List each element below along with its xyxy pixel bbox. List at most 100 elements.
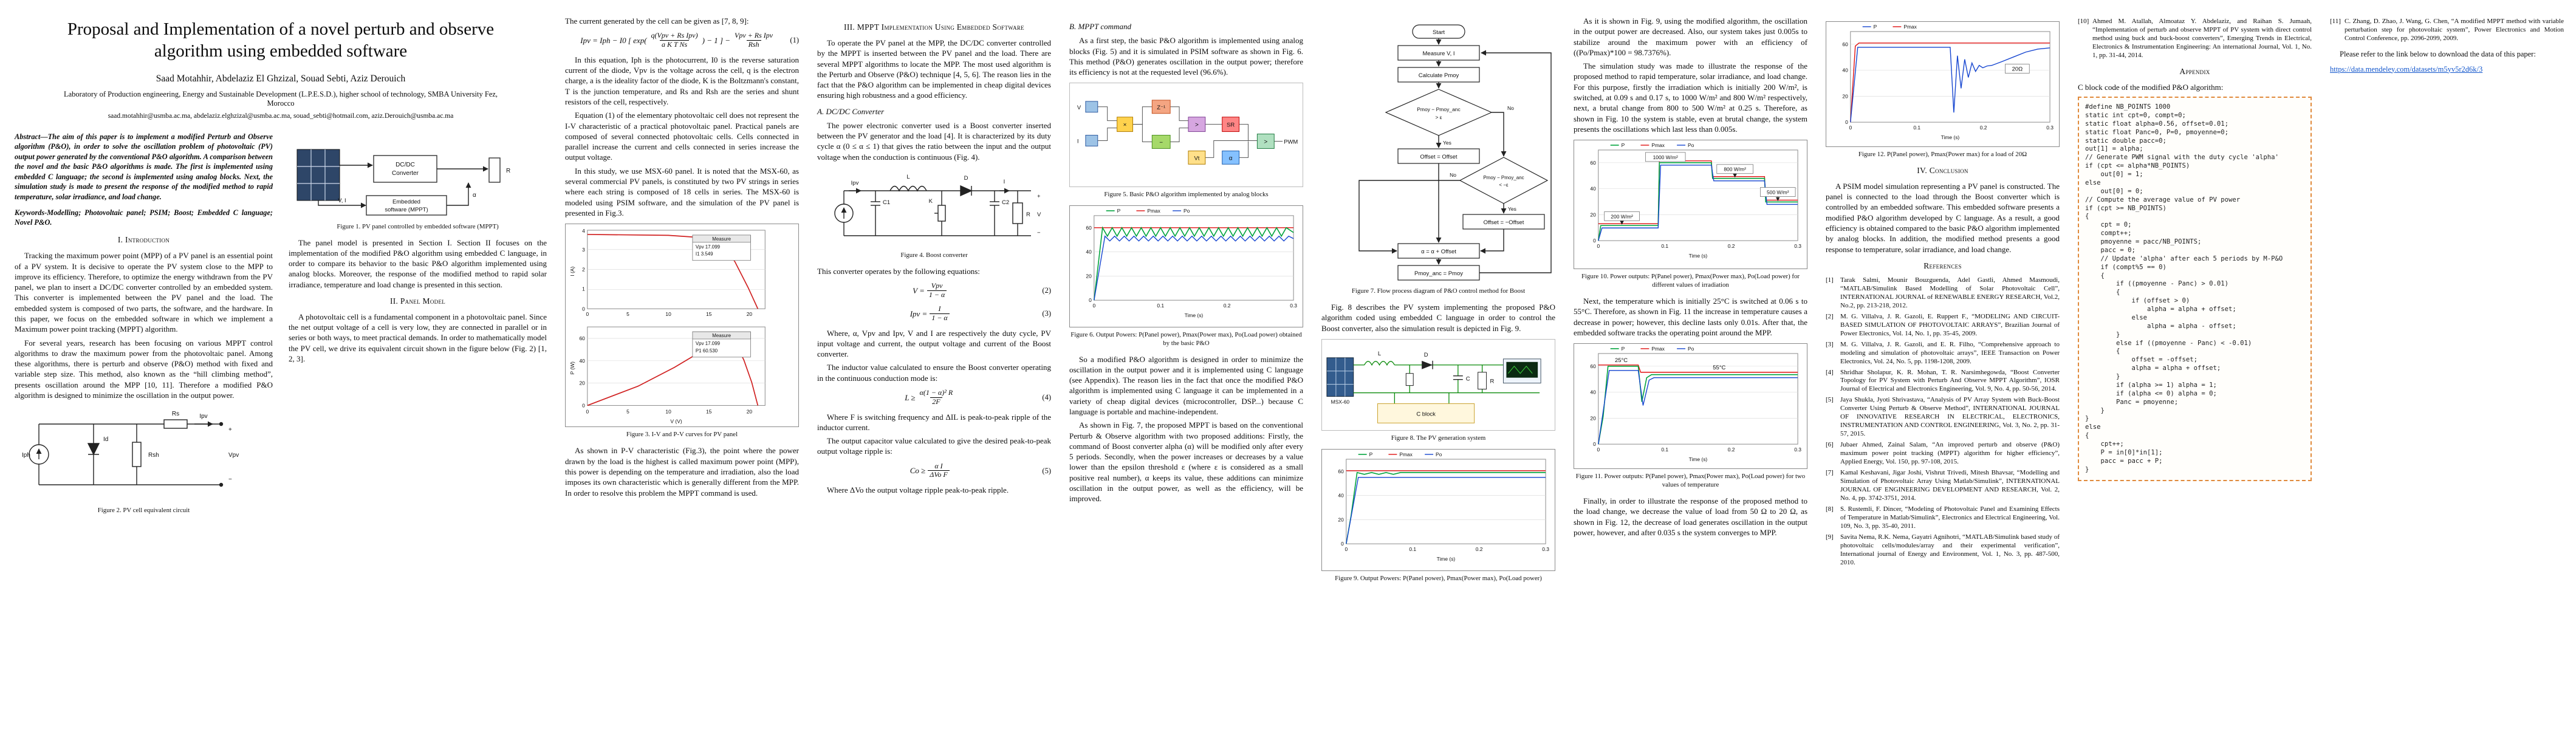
- mendeley-dataset-link[interactable]: https://data.mendeley.com/datasets/m5yv5…: [2330, 64, 2483, 74]
- figure-7-caption: Figure 7. Flow process diagram of P&O co…: [1351, 287, 1526, 295]
- svg-text:200 W/m²: 200 W/m²: [1611, 213, 1633, 219]
- legend-p: P: [1117, 207, 1121, 213]
- practical-panel-paragraph: Equation (1) of the elementary photovolt…: [565, 111, 799, 162]
- column-6: As it is shown in Fig. 9, using the modi…: [1574, 16, 1807, 541]
- fig3-measure-box-2: Measure Vpv 17.099 P1 60.530: [692, 331, 751, 358]
- two-additions-paragraph: As shown in Fig. 7, the proposed MPPT is…: [1069, 420, 1303, 504]
- reference-item: [6]Jubaer Ahmed, Zainal Salam, “An impro…: [1826, 441, 2060, 466]
- flowchart-cond2-line1: Pmoy − Pmoy_anc: [1483, 175, 1524, 180]
- affiliation-line: Laboratory of Production engineering, En…: [63, 89, 498, 108]
- figure-2: Iph Id Rsh Rs Ipv + Vpv − Figure 2. PV c…: [15, 406, 273, 515]
- tick: 40: [1086, 248, 1092, 255]
- mpp-paragraph: As shown in P-V characteristic (Fig.3), …: [565, 446, 799, 498]
- fig5-voltage-sensor-block: [1085, 101, 1098, 113]
- flowchart-cond2-line2: < −ε: [1499, 182, 1509, 188]
- data-link-lead: Please refer to the link below to downlo…: [2340, 49, 2536, 58]
- fig11-label-25c: 25°C: [1615, 357, 1628, 364]
- tick: 0.2: [1224, 303, 1231, 309]
- legend-po: Po: [1184, 207, 1190, 213]
- msx60-paragraph: In this study, we use MSX-60 panel. It i…: [565, 166, 799, 217]
- legend-po: Po: [1688, 346, 1694, 352]
- legend-pmax: Pmax: [1903, 24, 1917, 30]
- column-7: P Pmax 20Ω 0 20 40 60 0 0.1 0.2: [1826, 16, 2060, 570]
- fig2-label-id: Id: [103, 436, 108, 443]
- emails-line: saad.motahhir@usmba.ac.ma, abdelaziz.elg…: [108, 112, 454, 120]
- tick: 20: [579, 380, 585, 386]
- figure-3-caption: Figure 3. I-V and P-V curves for PV pane…: [626, 431, 738, 439]
- tick: 0.3: [1794, 447, 1801, 453]
- fig4-label-r: R: [1026, 211, 1030, 218]
- tick: 40: [1590, 186, 1596, 192]
- reference-item: [8]S. Rustemli, F. Dincer, “Modeling of …: [1826, 505, 2060, 530]
- intro-paragraph-2: For several years, research has been foc…: [15, 338, 273, 400]
- tick: 0.2: [1728, 243, 1735, 249]
- fig5-comparator-block: [1188, 117, 1206, 132]
- tick: 5: [626, 408, 629, 414]
- flowchart-no-label: No: [1507, 105, 1514, 111]
- tick: 0: [1089, 297, 1092, 303]
- reference-item: [2]M. G. Villalva, J. R. Gazoli, E. Rupp…: [1826, 312, 2060, 337]
- system-block-diagram-graphic: DC/DC Converter Embedded software (MPPT)…: [289, 137, 547, 219]
- tick: 0: [1345, 546, 1348, 552]
- title-block: Proposal and Implementation of a novel p…: [15, 18, 547, 120]
- fig5-pwm-comparator-block: [1256, 134, 1275, 149]
- tick: 0: [586, 311, 589, 317]
- tick: 0: [582, 306, 585, 312]
- fig8-label-c: C: [1466, 376, 1470, 383]
- tick: 0.2: [1476, 546, 1483, 552]
- tick: 60: [1842, 41, 1848, 47]
- tick: 0: [586, 408, 589, 414]
- tick: 60: [1338, 468, 1344, 474]
- tick: 0.1: [1661, 447, 1668, 453]
- column-4: B. MPPT command As a first step, the bas…: [1069, 16, 1303, 507]
- eq1-number: (1): [790, 36, 799, 45]
- eq4-number: (4): [1042, 392, 1051, 402]
- panel-model-paragraph: A photovoltaic cell is a fundamental com…: [289, 312, 547, 364]
- fig2-wires: [29, 419, 224, 487]
- fig5-label-mult: ×: [1123, 122, 1127, 129]
- fig3-ylabel-current: I (A): [569, 267, 575, 276]
- figure-7: Start Measure V, I Calculate Pmoy Pmoy −…: [1321, 21, 1555, 295]
- eq2-number: (2): [1042, 286, 1051, 295]
- fig11-po-trace: [1598, 370, 1798, 445]
- figure-10-caption: Figure 10. Power outputs: P(Panel power)…: [1581, 272, 1800, 289]
- svg-text:Measure: Measure: [712, 236, 731, 242]
- figure-12-caption: Figure 12. P(Panel power), Pmax(Power ma…: [1858, 150, 2027, 158]
- fig1-embedded-label-1: Embedded: [392, 199, 420, 205]
- tick: 0: [582, 403, 585, 409]
- references-continued-2: [11]C. Zhang, D. Zhao, J. Wang, G. Chen,…: [2330, 18, 2564, 43]
- tick: 3: [582, 247, 585, 253]
- eq3-number: (3): [1042, 309, 1051, 318]
- fig1-load-label: R: [506, 168, 510, 174]
- appendix-heading: Appendix: [2179, 66, 2210, 76]
- flowchart-yes-label-2: Yes: [1508, 206, 1516, 212]
- fig5-label-i: I: [1077, 139, 1079, 145]
- page1-right-column: DC/DC Converter Embedded software (MPPT)…: [289, 132, 547, 522]
- tick: 0.1: [1157, 303, 1164, 309]
- column-3: III. MPPT Implementation Using Embedded …: [817, 16, 1051, 499]
- reference-item: [11]C. Zhang, D. Zhao, J. Wang, G. Chen,…: [2330, 18, 2564, 42]
- legend-p: P: [1874, 24, 1877, 30]
- fig8-label-r: R: [1490, 378, 1495, 385]
- tick: 40: [1338, 493, 1344, 499]
- load-change-plot: P Pmax 20Ω 0 20 40 60 0 0.1 0.2: [1826, 21, 2060, 147]
- legend-pmax: Pmax: [1147, 207, 1160, 213]
- fig4-label-minus: −: [1037, 230, 1041, 236]
- fig5-alpha-block: [1222, 151, 1240, 165]
- po-flowchart-graphic: Start Measure V, I Calculate Pmoy Pmoy −…: [1321, 21, 1555, 284]
- fig8-describes-paragraph: Fig. 8 describes the PV system implement…: [1321, 303, 1555, 333]
- tick: 0: [1092, 303, 1095, 309]
- temperature-study-paragraph: Next, the temperature which is initially…: [1574, 296, 1807, 337]
- fig1-pv-panel-icon: [296, 149, 340, 200]
- reference-item: [10]Ahmed M. Atallah, Almoataz Y. Abdela…: [2078, 18, 2312, 59]
- c-code-listing: #define NB_POINTS 1000 static int cpt=0,…: [2085, 103, 2283, 473]
- where-ripple-paragraph: Where ΔVo the output voltage ripple peak…: [827, 485, 1009, 495]
- tick: 20: [747, 408, 753, 414]
- fig5-multiplier-block: [1117, 117, 1133, 132]
- legend-pmax: Pmax: [1651, 346, 1665, 352]
- fig5-label-sr: SR: [1227, 122, 1235, 129]
- iv-pv-curves-graphic: Measure Vpv 17.099 I1 3.549 0 1 2 3 4 0 …: [565, 224, 799, 428]
- tick: 20: [747, 311, 753, 317]
- section-heading-conclusion: IV. Conclusion: [1917, 165, 1968, 175]
